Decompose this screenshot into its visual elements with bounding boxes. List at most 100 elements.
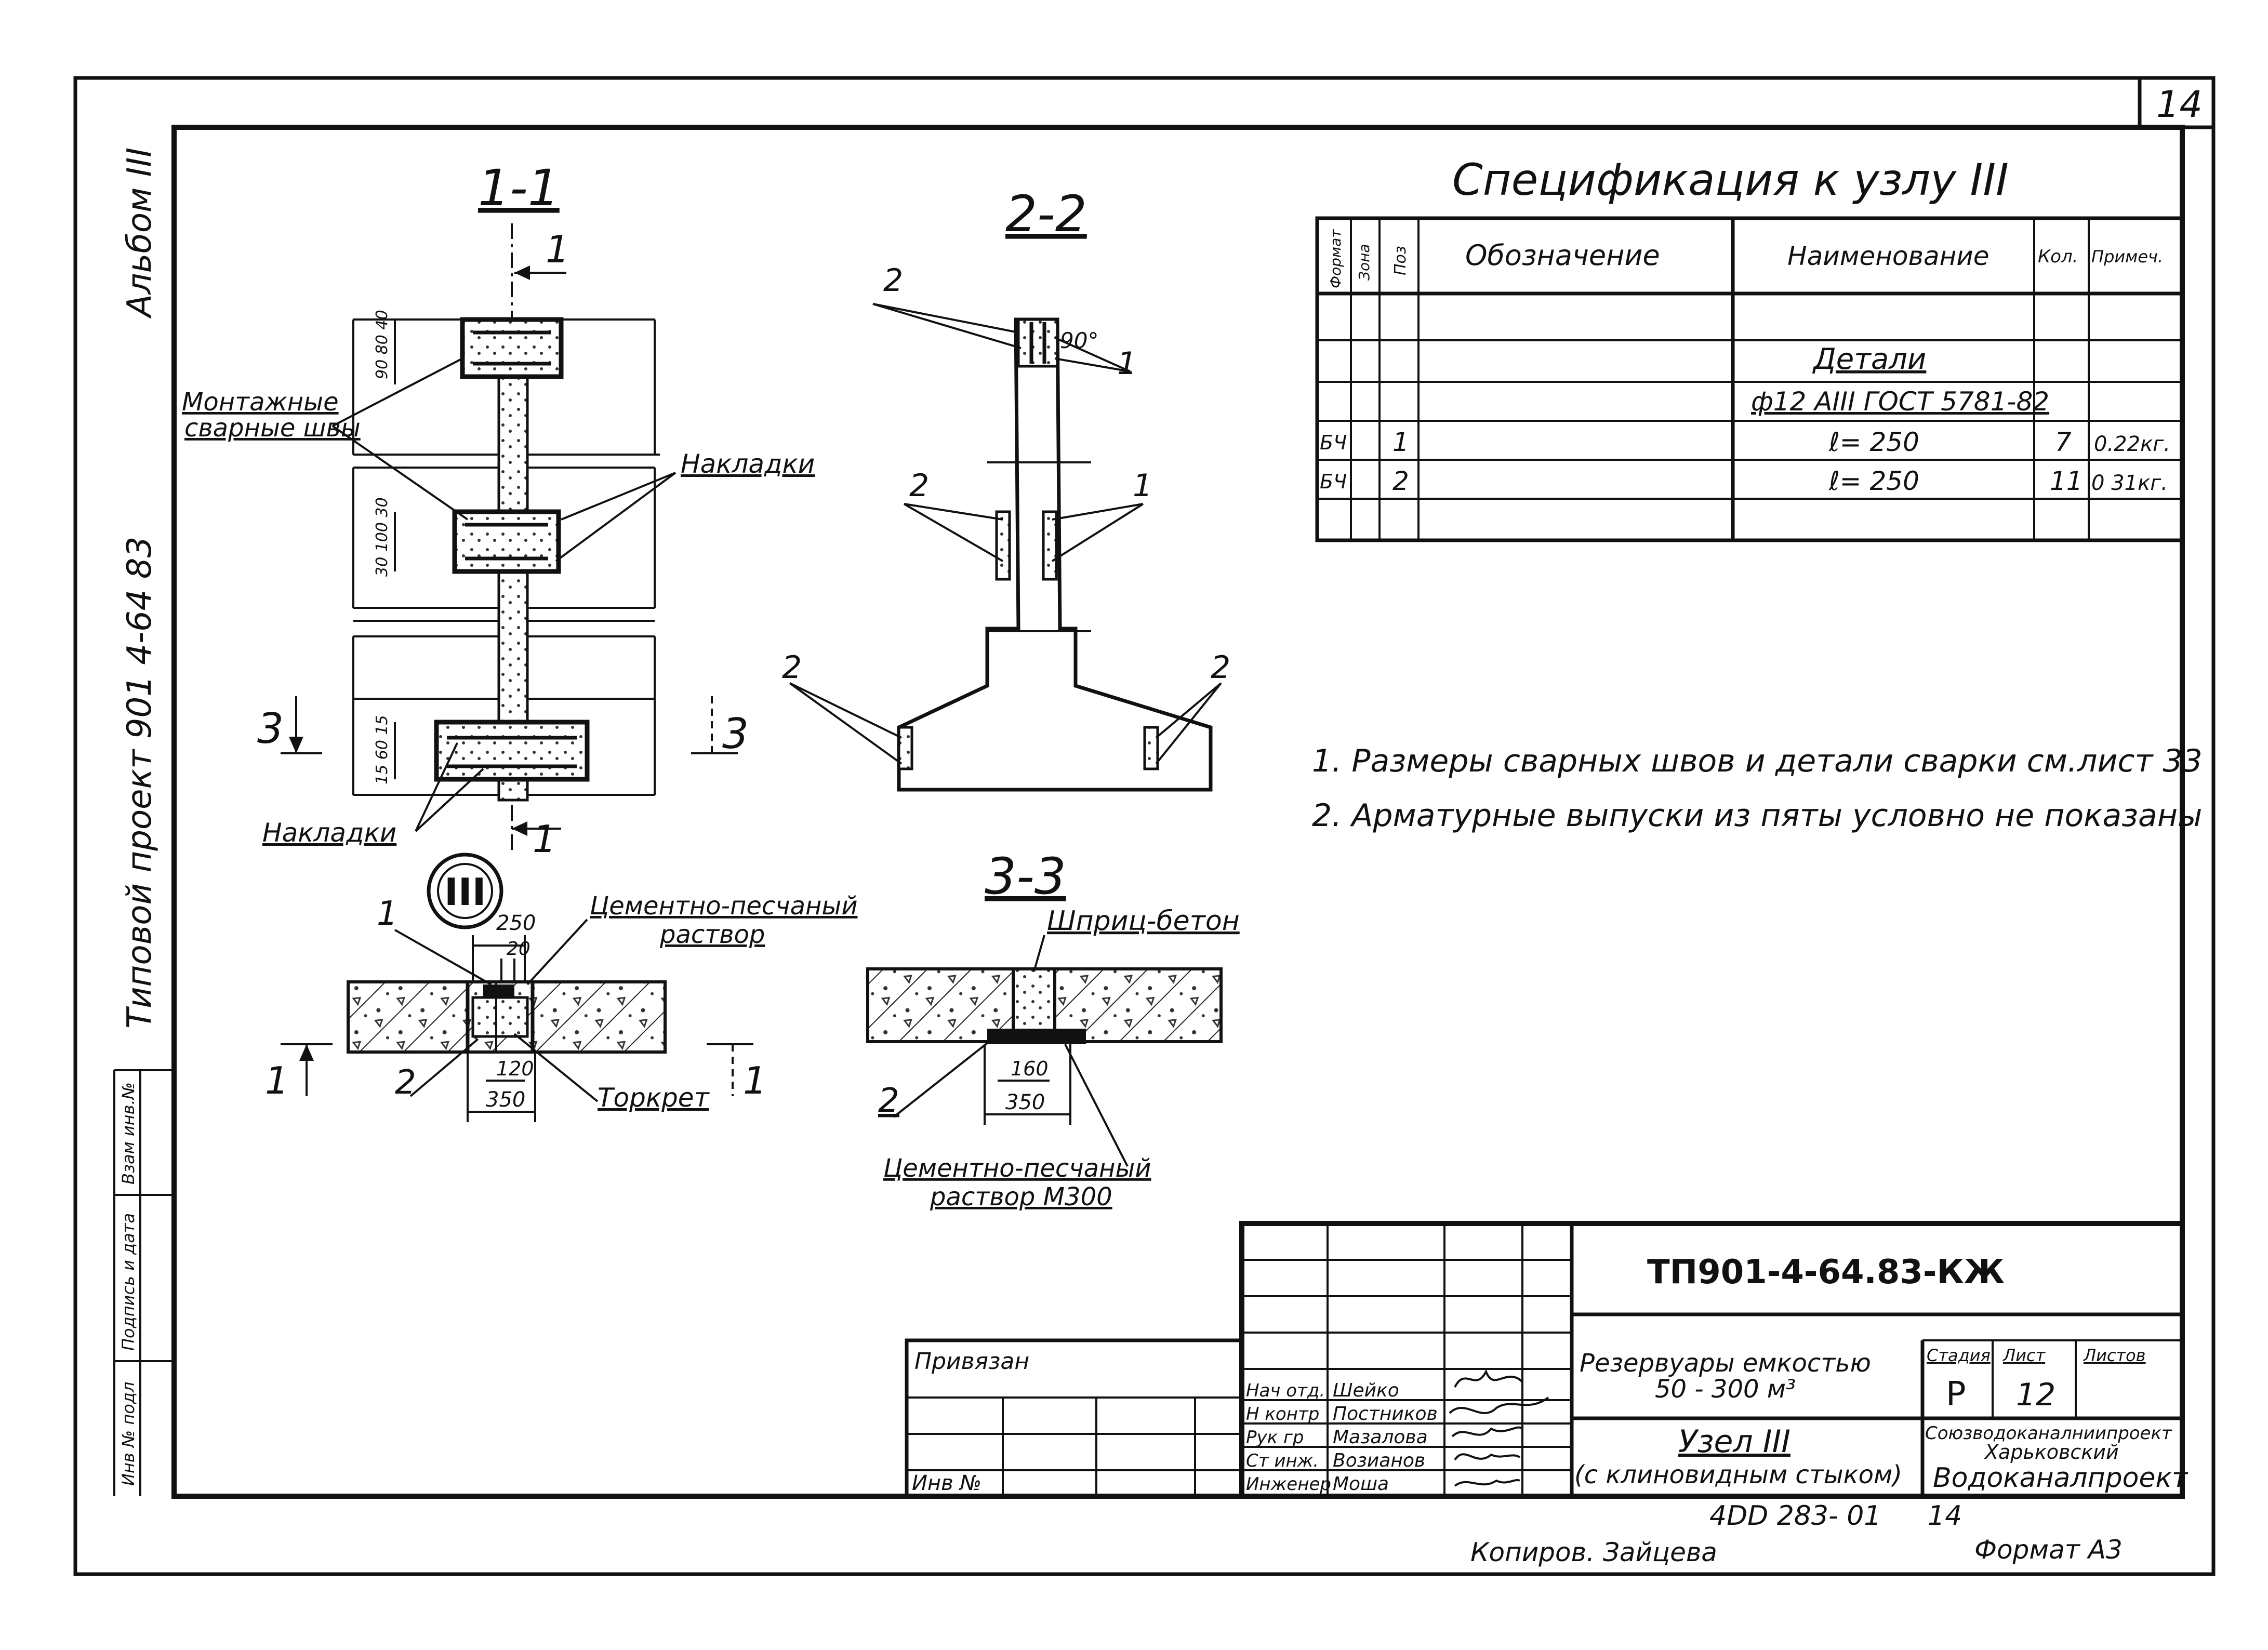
staff-role-1: Нач отд. [1246, 1380, 1325, 1401]
spec-header-pos: Поз [1391, 246, 1410, 275]
sheets-label: Листов [2083, 1346, 2146, 1365]
joint-top [460, 317, 564, 379]
node-III: III 250 20 120 350 1 2 Цементно-песчаный… [265, 853, 858, 1122]
sheet-number: 14 [2156, 83, 2203, 126]
staff-name-1: Шейко [1333, 1380, 1399, 1401]
signature-2 [1449, 1396, 1549, 1414]
title-block: Привязан Инв № Нач отд. Шейко Н контр По… [905, 1221, 2189, 1499]
section-1-1: 1-1 1 9 [182, 159, 815, 861]
footer-doc: 4DD 283- 01 [1709, 1500, 1881, 1532]
org-line2: Харьковский [1984, 1441, 2119, 1463]
privyazan: Привязан [914, 1348, 1029, 1375]
spec-title: Спецификация к узлу III [1452, 154, 2009, 205]
joint-bottom [434, 720, 590, 782]
title1-line2: 50 - 300 м³ [1655, 1375, 1796, 1404]
label-welds-1: Монтажные [182, 388, 339, 417]
inv-no: Инв № [912, 1471, 982, 1495]
cut-mark-3-right: 3 [722, 710, 749, 758]
spec-header-zone: Зона [1356, 244, 1373, 281]
label-torkret: Торкрет [598, 1083, 710, 1113]
signature-1 [1454, 1369, 1523, 1388]
node-cut-right: 1 [743, 1059, 767, 1102]
title1-line1: Резервуары емкостью [1580, 1349, 1871, 1378]
spec-row-4-format: БЧ [1320, 470, 1347, 493]
org-line3: Водоканалпроект [1933, 1462, 2189, 1494]
label-spray-concrete: Шприц-бетон [1047, 906, 1240, 937]
staff-role-5: Инженер [1246, 1474, 1331, 1495]
side-box-2: Подпись и дата [118, 1213, 138, 1351]
cut-mark-bottom: 1 [533, 817, 556, 861]
mark-2d: 2 [1211, 649, 1230, 686]
s33-mark-2: 2 [878, 1082, 899, 1120]
side-album: Альбом III [121, 148, 159, 319]
mark-2b: 2 [909, 468, 929, 504]
section-3-3: 3-3 Шприц-бетон 160 350 2 Цементно-песча… [866, 847, 1240, 1212]
spec-row-4-note: 0 31кг. [2091, 471, 2168, 495]
footer-page: 14 [1928, 1500, 1962, 1532]
staff-role-2: Н контр [1246, 1404, 1319, 1425]
sheet-number-box [2138, 76, 2216, 129]
node-cut-left: 1 [265, 1059, 289, 1102]
label-mortar-2: раствор [659, 920, 765, 949]
label-welds-2: сварные швы [184, 414, 361, 443]
signature-3 [1451, 1426, 1523, 1438]
note-2: 2. Арматурные выпуски из пяты условно не… [1312, 797, 2202, 834]
cut-mark-3-left: 3 [257, 704, 284, 753]
label-mortar-m300-1: Цементно-песчаный [883, 1154, 1151, 1183]
mark-2c: 2 [782, 649, 802, 686]
sheet-label: Лист [2002, 1346, 2046, 1365]
dim-middle: 30 100 30 [373, 497, 391, 577]
title2-line2: (с клиновидным стыком) [1574, 1460, 1902, 1489]
spec-header-designation: Обозначение [1465, 239, 1660, 272]
label-overlays-bot: Накладки [262, 818, 396, 848]
dim-bottom: 15 60 15 [373, 715, 391, 784]
spec-header-note: Примеч. [2091, 247, 2163, 267]
spec-row-3-name: ℓ= 250 [1828, 427, 1919, 457]
footer-copied: Копиров. Зайцева [1470, 1537, 1717, 1567]
staff-role-3: Рук гр [1246, 1427, 1304, 1448]
staff-name-4: Возианов [1333, 1450, 1425, 1471]
stage-value: Р [1946, 1375, 1966, 1414]
footer-format: Формат А3 [1974, 1535, 2123, 1565]
section-2-2: 2-2 90° 2 1 2 1 2 2 [782, 185, 1230, 792]
stage-label: Стадия [1927, 1346, 1991, 1365]
spec-row-3-qty: 7 [2055, 427, 2072, 457]
sheet-value: 12 [2016, 1377, 2055, 1413]
section-2-2-title: 2-2 [1005, 185, 1087, 243]
org-line1: Союзводоканалниипроект [1925, 1423, 2172, 1444]
mark-1a: 1 [1117, 345, 1137, 382]
dim-350b: 350 [1005, 1090, 1045, 1114]
label-mortar-1: Цементно-песчаный [590, 891, 858, 921]
spec-row-2-name: ф12 АIII ГОСТ 5781-82 [1751, 387, 2049, 417]
side-box-3: Взам инв.№ [118, 1082, 138, 1185]
spec-header-name: Наименование [1787, 241, 1990, 271]
mark-1b: 1 [1133, 468, 1152, 504]
signature-5 [1454, 1479, 1520, 1487]
side-stamp: Инв № подл Подпись и дата Взам инв.№ Аль… [113, 148, 174, 1496]
dim-350a: 350 [486, 1088, 525, 1112]
spec-row-4-qty: 11 [2050, 466, 2083, 496]
mark-2a: 2 [883, 262, 903, 299]
spec-row-4-name: ℓ= 250 [1828, 466, 1919, 496]
staff-name-3: Мазалова [1333, 1427, 1428, 1448]
node-mark-2: 2 [395, 1063, 416, 1102]
label-mortar-m300-2: раствор М300 [930, 1182, 1112, 1212]
dim-top: 90 80 40 [373, 310, 391, 379]
spec-row-1-name: Детали [1812, 342, 1926, 376]
staff-name-5: Моша [1333, 1473, 1389, 1495]
spec-row-3-note: 0.22кг. [2094, 432, 2170, 456]
dim-20: 20 [507, 938, 530, 960]
staff-name-2: Постников [1333, 1403, 1438, 1425]
spec-table: Спецификация к узлу III Формат Зона Поз … [1315, 154, 2184, 542]
title2-line1: Узел III [1678, 1423, 1790, 1460]
dim-120: 120 [496, 1057, 534, 1080]
spec-row-3-format: БЧ [1320, 431, 1347, 454]
spec-header-qty: Кол. [2038, 246, 2078, 267]
side-project: Типовой проект 901 4-64 83 [121, 537, 159, 1029]
joint-middle [452, 509, 561, 574]
signature-4 [1454, 1453, 1521, 1461]
section-1-1-title: 1-1 [478, 159, 560, 217]
cut-mark-top: 1 [546, 228, 569, 271]
dim-250: 250 [496, 911, 536, 935]
